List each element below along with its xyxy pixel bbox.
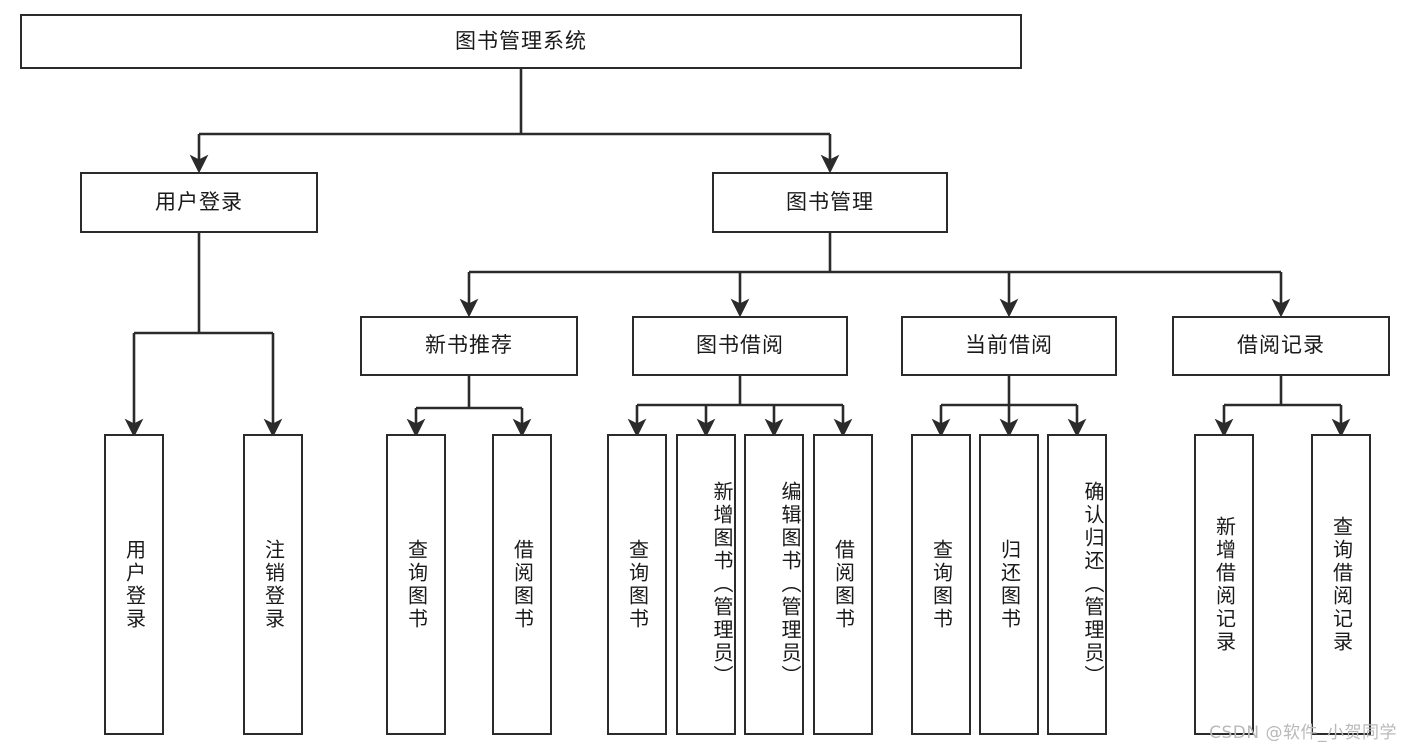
node-label: 新书推荐: [425, 333, 513, 358]
node-borrow-record[interactable]: 借阅记录: [1172, 316, 1390, 376]
node-root-book-management-system[interactable]: 图书管理系统: [20, 14, 1022, 69]
leaf-book-borrow-borrow-book[interactable]: 借阅图书: [813, 434, 873, 735]
leaf-book-borrow-add-book-admin[interactable]: 新增图书（管理员）: [676, 434, 736, 735]
node-label: 查询图书: [625, 538, 650, 631]
leaf-current-borrow-return-book[interactable]: 归还图书: [979, 434, 1039, 735]
node-user-login[interactable]: 用户登录: [80, 172, 318, 233]
node-label: 查询图书: [404, 538, 429, 631]
node-label: 新增图书（管理员）: [710, 481, 734, 688]
leaf-user-login-logout[interactable]: 注销登录: [243, 434, 303, 735]
leaf-current-borrow-confirm-return-admin[interactable]: 确认归还（管理员）: [1047, 434, 1107, 735]
node-label: 归还图书: [997, 538, 1022, 631]
node-label: 用户登录: [155, 189, 243, 214]
node-label: 用户登录: [122, 538, 147, 631]
node-label: 查询借阅记录: [1329, 515, 1354, 654]
node-new-book-recommend[interactable]: 新书推荐: [360, 316, 578, 376]
node-label: 查询图书: [929, 538, 954, 631]
leaf-book-borrow-edit-book-admin[interactable]: 编辑图书（管理员）: [744, 434, 804, 735]
node-label: 图书管理: [786, 189, 874, 214]
node-current-borrow[interactable]: 当前借阅: [901, 316, 1117, 376]
node-label: 注销登录: [261, 538, 286, 631]
node-label: 借阅图书: [510, 538, 535, 631]
node-label: 借阅记录: [1237, 333, 1325, 358]
node-label: 图书管理系统: [455, 28, 587, 53]
leaf-new-book-borrow-book[interactable]: 借阅图书: [492, 434, 552, 735]
leaf-current-borrow-query-book[interactable]: 查询图书: [911, 434, 971, 735]
leaf-book-borrow-query-book[interactable]: 查询图书: [607, 434, 667, 735]
watermark-text: CSDN @软件_小贺同学: [1209, 723, 1397, 743]
leaf-user-login-login[interactable]: 用户登录: [104, 434, 164, 735]
node-label: 编辑图书（管理员）: [778, 481, 802, 688]
node-label: 当前借阅: [965, 333, 1053, 358]
node-book-borrow[interactable]: 图书借阅: [632, 316, 848, 376]
node-label: 借阅图书: [831, 538, 856, 631]
node-book-management[interactable]: 图书管理: [712, 172, 948, 233]
node-label: 确认归还（管理员）: [1081, 481, 1105, 688]
leaf-borrow-record-add-record[interactable]: 新增借阅记录: [1194, 434, 1254, 735]
leaf-new-book-query-book[interactable]: 查询图书: [386, 434, 446, 735]
node-label: 新增借阅记录: [1212, 515, 1237, 654]
node-label: 图书借阅: [696, 333, 784, 358]
leaf-borrow-record-query-record[interactable]: 查询借阅记录: [1311, 434, 1371, 735]
